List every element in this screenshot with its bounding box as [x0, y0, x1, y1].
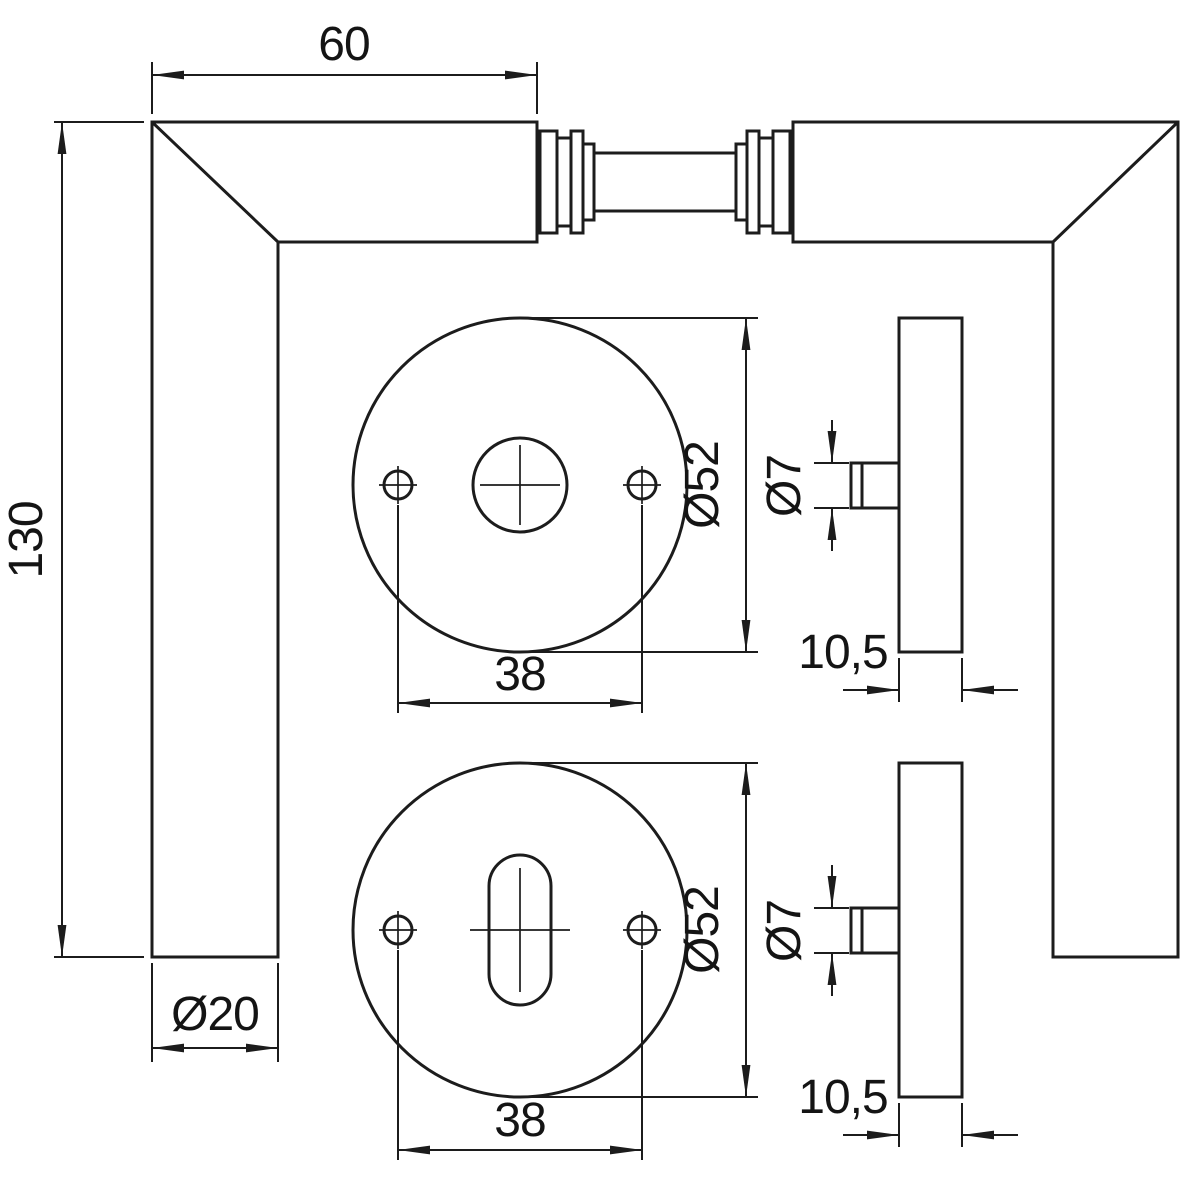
screw-cross	[379, 911, 417, 949]
dim-handle-width-label: 60	[318, 18, 369, 71]
rosette-top-front	[351, 316, 689, 654]
dim-handle-height-label: 130	[0, 501, 53, 578]
dim-rosette-top-diameter-label: Ø52	[676, 441, 729, 529]
dim-rosette-top-spindle-diameter: Ø7	[758, 420, 849, 551]
dim-rosette-top-screw-spacing: 38	[397, 505, 643, 713]
extension-lines	[397, 505, 643, 713]
dim-rosette-top-thickness-label: 10,5	[798, 626, 887, 679]
handle-right-outline	[791, 120, 1180, 959]
spindle-assembly	[538, 129, 792, 235]
collar-ring	[757, 136, 775, 228]
rosette-bottom-side	[849, 761, 964, 1099]
dim-grip-diameter: Ø20	[151, 963, 279, 1062]
dim-rosette-bottom-screw-spacing-label: 38	[494, 1094, 545, 1147]
screw-cross	[623, 466, 661, 504]
screw-cross	[379, 466, 417, 504]
handle-left-bend-edge	[150, 120, 280, 244]
extension-lines	[397, 950, 643, 1160]
rosette-bottom-plate	[897, 761, 964, 1099]
dim-rosette-bottom-diameter-label: Ø52	[676, 886, 729, 974]
screw-cross	[623, 911, 661, 949]
extension-lines	[898, 658, 963, 702]
collar-ring	[538, 129, 559, 235]
spindle-bar	[594, 151, 736, 213]
rosette-bottom-spindle-stub	[849, 906, 899, 955]
rosette-bottom-front	[351, 761, 689, 1099]
center-cross	[470, 868, 570, 992]
collar-ring	[555, 136, 573, 228]
dim-rosette-bottom-spindle-diameter-label: Ø7	[758, 900, 811, 962]
handle-left	[150, 120, 539, 959]
extension-lines	[814, 462, 849, 509]
handle-left-outline	[150, 120, 539, 959]
rosette-top-spindle-stub	[849, 461, 899, 510]
collar-ring	[569, 129, 585, 235]
rosette-top-plate	[897, 316, 964, 654]
dim-rosette-top-thickness: 10,5	[798, 626, 1018, 702]
dim-grip-diameter-label: Ø20	[171, 988, 259, 1041]
dim-rosette-top-spindle-diameter-label: Ø7	[758, 455, 811, 517]
collar-ring	[581, 142, 596, 222]
extension-lines	[814, 907, 849, 954]
dim-rosette-top-diameter: Ø52	[528, 317, 758, 653]
rosette-top-handle-hole	[471, 436, 569, 534]
dim-rosette-top-screw-spacing-label: 38	[494, 648, 545, 701]
dim-rosette-bottom-thickness-label: 10,5	[798, 1071, 887, 1124]
handle-right-bend-edge	[1051, 120, 1180, 244]
collar-ring	[745, 129, 761, 235]
dim-rosette-bottom-spindle-diameter: Ø7	[758, 865, 849, 996]
handle-right	[791, 120, 1180, 959]
dim-handle-width: 60	[151, 18, 538, 114]
center-cross	[480, 445, 560, 525]
rosette-top-side	[849, 316, 964, 654]
dim-rosette-bottom-screw-spacing: 38	[397, 950, 643, 1160]
rosette-top-outer-circle	[351, 316, 689, 654]
rosette-bottom-outer-circle	[351, 761, 689, 1099]
collar-ring	[771, 129, 792, 235]
extension-lines	[54, 121, 144, 958]
dim-handle-height: 130	[0, 121, 144, 958]
collar-ring	[734, 142, 749, 222]
dim-rosette-bottom-thickness: 10,5	[798, 1071, 1018, 1147]
extension-lines	[898, 1103, 963, 1147]
